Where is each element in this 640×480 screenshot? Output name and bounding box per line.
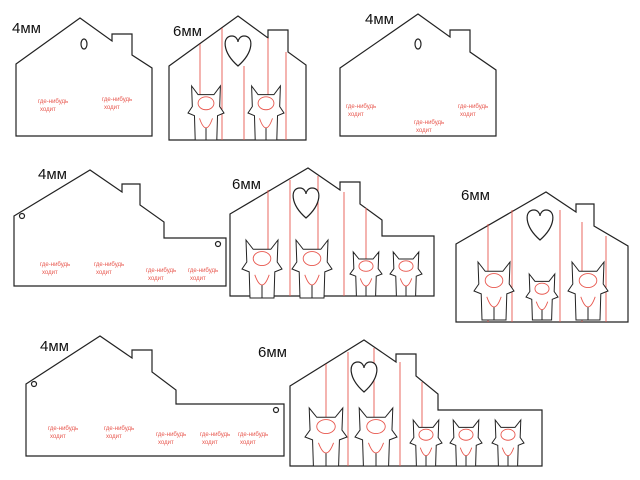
engraving-label: где-нибудь ходит — [414, 120, 444, 134]
svg-text:ходит: ходит — [416, 128, 432, 134]
corgi-figure — [291, 238, 333, 299]
thickness-label: 4мм — [38, 166, 67, 183]
thickness-label: 6мм — [173, 23, 202, 40]
engraving-label: где-нибудь ходит — [458, 104, 488, 118]
house-front-plate-wide — [229, 167, 435, 297]
svg-text:где-нибудь: где-нибудь — [414, 120, 444, 126]
svg-text:ходит: ходит — [190, 276, 206, 282]
thickness-label: 4мм — [12, 20, 41, 37]
engraving-label: где-нибудь ходит — [40, 262, 70, 276]
svg-text:где-нибудь: где-нибудь — [40, 262, 70, 268]
svg-text:где-нибудь: где-нибудь — [38, 99, 68, 105]
corgi-figure — [525, 272, 559, 321]
corgi-figure — [409, 418, 443, 467]
engraving-label: где-нибудь ходит — [94, 262, 124, 276]
svg-text:где-нибудь: где-нибудь — [188, 268, 218, 274]
svg-text:ходит: ходит — [42, 270, 58, 276]
svg-text:ходит: ходит — [40, 107, 56, 113]
corgi-figure — [247, 84, 285, 141]
thickness-label: 6мм — [258, 344, 287, 361]
engraving-label: где-нибудь ходит — [238, 432, 268, 446]
engraving-label: где-нибудь ходит — [156, 432, 186, 446]
svg-text:где-нибудь: где-нибудь — [346, 104, 376, 110]
engraving-label: где-нибудь ходит — [102, 97, 132, 111]
engraving-label: где-нибудь ходит — [346, 104, 376, 118]
svg-text:ходит: ходит — [106, 434, 122, 440]
thickness-label: 6мм — [232, 176, 261, 193]
corgi-figure — [304, 406, 348, 467]
engraving-label: где-нибудь ходит — [188, 268, 218, 282]
thickness-label: 4мм — [365, 11, 394, 28]
svg-text:где-нибудь: где-нибудь — [94, 262, 124, 268]
house-back-plate-wide — [13, 169, 227, 287]
svg-text:ходит: ходит — [96, 270, 112, 276]
heart-icon — [292, 187, 320, 219]
thickness-label: 6мм — [461, 187, 490, 204]
house-front-plate-large — [289, 339, 543, 467]
house-front-plate-small — [168, 15, 307, 141]
svg-text:ходит: ходит — [50, 434, 66, 440]
house-back-plate-small — [15, 17, 153, 137]
heart-icon — [526, 209, 554, 241]
svg-text:где-нибудь: где-нибудь — [458, 104, 488, 110]
svg-text:ходит: ходит — [104, 105, 120, 111]
svg-text:где-нибудь: где-нибудь — [238, 432, 268, 438]
corgi-figure — [349, 250, 383, 297]
engraving-label: где-нибудь ходит — [104, 426, 134, 440]
corgi-figure — [473, 260, 515, 321]
corgi-figure — [389, 250, 423, 297]
corgi-figure — [449, 418, 483, 467]
svg-text:ходит: ходит — [202, 440, 218, 446]
thickness-label: 4мм — [40, 338, 69, 355]
corgi-figure — [491, 418, 525, 467]
corgi-figure — [567, 260, 609, 321]
svg-text:где-нибудь: где-нибудь — [102, 97, 132, 103]
svg-text:ходит: ходит — [348, 112, 364, 118]
svg-text:ходит: ходит — [460, 112, 476, 118]
svg-text:где-нибудь: где-нибудь — [200, 432, 230, 438]
engraving-label: где-нибудь ходит — [146, 268, 176, 282]
engraving-label: где-нибудь ходит — [48, 426, 78, 440]
corgi-figure — [241, 238, 283, 299]
svg-text:ходит: ходит — [240, 440, 256, 446]
house-back-plate-large — [25, 335, 285, 457]
svg-text:ходит: ходит — [158, 440, 174, 446]
svg-text:где-нибудь: где-нибудь — [104, 426, 134, 432]
corgi-figure — [354, 406, 398, 467]
svg-text:где-нибудь: где-нибудь — [156, 432, 186, 438]
svg-text:где-нибудь: где-нибудь — [146, 268, 176, 274]
house-back-plate-medium — [339, 13, 497, 137]
heart-icon — [350, 361, 378, 393]
svg-text:где-нибудь: где-нибудь — [48, 426, 78, 432]
engraving-label: где-нибудь ходит — [38, 99, 68, 113]
heart-icon — [224, 35, 252, 67]
corgi-figure — [187, 84, 225, 141]
engraving-label: где-нибудь ходит — [200, 432, 230, 446]
svg-text:ходит: ходит — [148, 276, 164, 282]
